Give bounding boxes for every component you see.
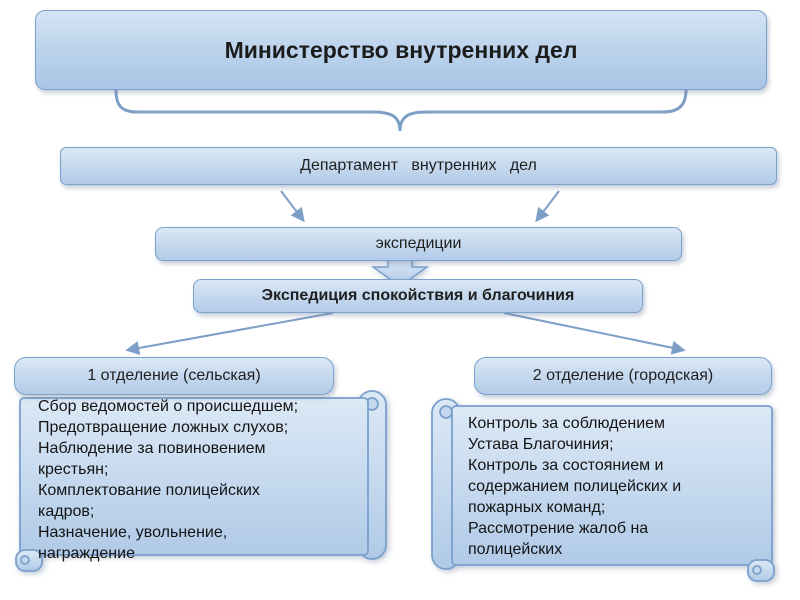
connector-arrow-dept-left xyxy=(280,190,305,223)
connector-arrow-branch-left xyxy=(125,312,334,355)
expeditions-label: экспедиции xyxy=(375,235,462,252)
scroll-shape-right xyxy=(431,398,775,582)
expeditions-box: экспедиции xyxy=(155,227,682,261)
branch2-duties: Контроль за соблюдением Устава Благочини… xyxy=(468,415,682,558)
scroll-shape-left xyxy=(15,390,387,572)
ministry-title: Министерство внутренних дел xyxy=(224,36,578,63)
branch1-duties: Сбор ведомостей о происшедшем; Предотвра… xyxy=(38,398,299,562)
branch2-box: 2 отделение (городская) xyxy=(474,357,772,395)
connector-arrow-dept-right xyxy=(535,190,560,223)
connector-arrow-branch-right xyxy=(503,312,686,355)
branch1-title: 1 отделение (сельская) xyxy=(87,367,261,384)
branch1-box: 1 отделение (сельская) xyxy=(14,357,334,395)
expedition-main-label: Экспедиция спокойствия и благочиния xyxy=(261,287,575,304)
ministry-box: Министерство внутренних дел xyxy=(35,10,767,90)
brace-shape xyxy=(114,88,688,132)
department-box: Департамент внутренних дел xyxy=(60,147,777,185)
branch2-title: 2 отделение (городская) xyxy=(532,367,714,384)
expedition-main-box: Экспедиция спокойствия и благочиния xyxy=(193,279,643,313)
department-label: Департамент внутренних дел xyxy=(300,157,537,174)
